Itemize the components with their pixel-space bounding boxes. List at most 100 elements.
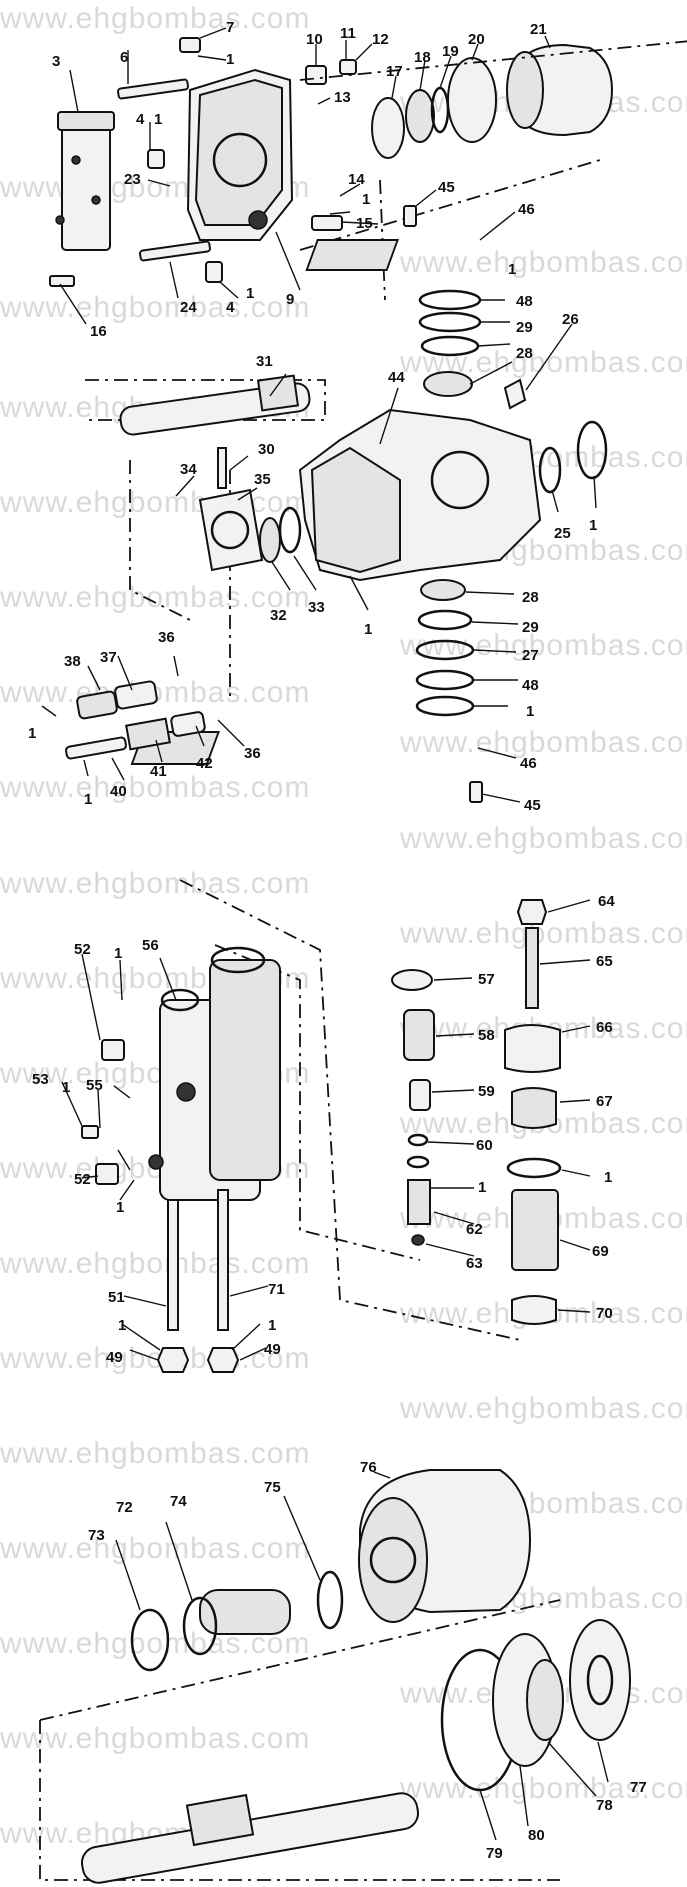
watermark: www.ehgbombas.com — [399, 822, 687, 855]
nut-49 — [156, 1347, 190, 1373]
part-number-label: 1 — [226, 51, 234, 68]
plug-11 — [339, 59, 357, 75]
part-number-label: 57 — [478, 971, 495, 988]
part-number-label: 32 — [270, 607, 287, 624]
drive-shaft-31 — [85, 374, 326, 436]
part-number-label: 28 — [522, 589, 539, 606]
part-number-label: 60 — [476, 1137, 493, 1154]
plate-77 — [569, 1619, 631, 1741]
part-number-label: 72 — [116, 1499, 133, 1516]
part-number-label: 19 — [442, 43, 459, 60]
piston-42 — [170, 711, 206, 737]
part-number-label: 56 — [142, 937, 159, 954]
part-number-label: 1 — [246, 285, 254, 302]
part-number-label: 1 — [84, 791, 92, 808]
part-number-label: 65 — [596, 953, 613, 970]
ball-63 — [411, 1234, 425, 1246]
cylinder-face — [506, 51, 544, 129]
body-side-port — [176, 1082, 196, 1102]
part-number-label: 70 — [596, 1305, 613, 1322]
port-plate-78 — [526, 1659, 564, 1741]
housing-bore — [430, 450, 490, 510]
fitting-4-lower — [205, 261, 223, 283]
key-26 — [503, 378, 527, 410]
rotating-group-outline — [39, 1599, 561, 1721]
part-number-label: 46 — [518, 201, 535, 218]
part-number-label: 48 — [522, 677, 539, 694]
spool-59 — [409, 1079, 431, 1111]
part-number-label: 74 — [170, 1493, 187, 1510]
spool-58 — [403, 1009, 435, 1061]
rotating-group-outline — [39, 1720, 560, 1881]
ring-1-adjuster — [506, 1157, 562, 1179]
bolt-6 — [117, 78, 189, 100]
part-number-label: 38 — [64, 653, 81, 670]
swashplate-group — [129, 447, 302, 700]
part-number-label: 44 — [388, 369, 405, 386]
watermark: www.ehgbombas.com — [0, 771, 310, 804]
part-number-label: 79 — [486, 1845, 503, 1862]
control-valve-body — [61, 119, 111, 251]
ring-27 — [415, 639, 475, 661]
watermark: www.ehgbombas.com — [0, 1247, 310, 1280]
bolt-16 — [49, 275, 75, 287]
ring-29-lower — [417, 609, 473, 631]
part-number-label: 80 — [528, 1827, 545, 1844]
part-number-label: 18 — [414, 49, 431, 66]
assembly-centerline — [299, 40, 687, 81]
part-number-label: 51 — [108, 1289, 125, 1306]
part-number-label: 36 — [158, 629, 175, 646]
part-number-label: 29 — [516, 319, 533, 336]
nut-49-right — [206, 1347, 240, 1373]
ring-73 — [130, 1608, 170, 1672]
part-number-label: 77 — [630, 1779, 647, 1796]
ring-33 — [278, 506, 302, 554]
bearing-32 — [259, 517, 281, 563]
part-number-label: 1 — [364, 621, 372, 638]
pump-head-face — [194, 78, 283, 226]
part-number-label: 1 — [589, 517, 597, 534]
screw-65 — [525, 927, 539, 1009]
part-number-label: 16 — [90, 323, 107, 340]
bearing-18 — [405, 89, 435, 143]
bolt-24 — [139, 240, 211, 262]
part-number-label: 48 — [516, 293, 533, 310]
plate-77-bore — [586, 1654, 614, 1706]
part-number-label: 36 — [244, 745, 261, 762]
upper-seal-stack — [305, 205, 527, 410]
rod-40 — [65, 736, 127, 760]
part-number-label: 64 — [598, 893, 615, 910]
servo-piston-group — [65, 680, 206, 760]
part-number-label: 42 — [196, 755, 213, 772]
ring-72 — [182, 1596, 218, 1656]
head-bore — [212, 132, 268, 188]
bearing-group-top — [371, 43, 614, 159]
nut-64 — [516, 899, 548, 925]
part-number-label: 1 — [62, 1079, 70, 1096]
ring-60 — [407, 1133, 429, 1147]
leader-lines — [41, 27, 609, 1841]
part-labels: 7 1 6 3 4 1 10 11 12 13 17 18 19 20 21 2… — [28, 19, 647, 1862]
screw-45-lower — [469, 781, 483, 803]
seat-70 — [511, 1295, 557, 1325]
part-number-label: 53 — [32, 1071, 49, 1088]
part-number-label: 14 — [348, 171, 365, 188]
part-number-label: 1 — [118, 1317, 126, 1334]
part-number-label: 26 — [562, 311, 579, 328]
screw-15 — [311, 215, 343, 231]
seat-67 — [511, 1087, 557, 1129]
part-number-label: 69 — [592, 1243, 609, 1260]
part-number-label: 41 — [150, 763, 167, 780]
part-number-label: 10 — [306, 31, 323, 48]
ring-1-spool — [406, 1155, 430, 1169]
part-number-label: 59 — [478, 1083, 495, 1100]
part-number-label: 49 — [106, 1349, 123, 1366]
part-number-label: 67 — [596, 1093, 613, 1110]
part-number-label: 1 — [116, 1199, 124, 1216]
swashplate-35 — [198, 488, 264, 572]
watermark: www.ehgbombas.com — [0, 291, 310, 324]
rotating-group — [39, 1469, 631, 1884]
cylinder-bore — [369, 1536, 417, 1584]
fitting-4 — [147, 149, 165, 169]
